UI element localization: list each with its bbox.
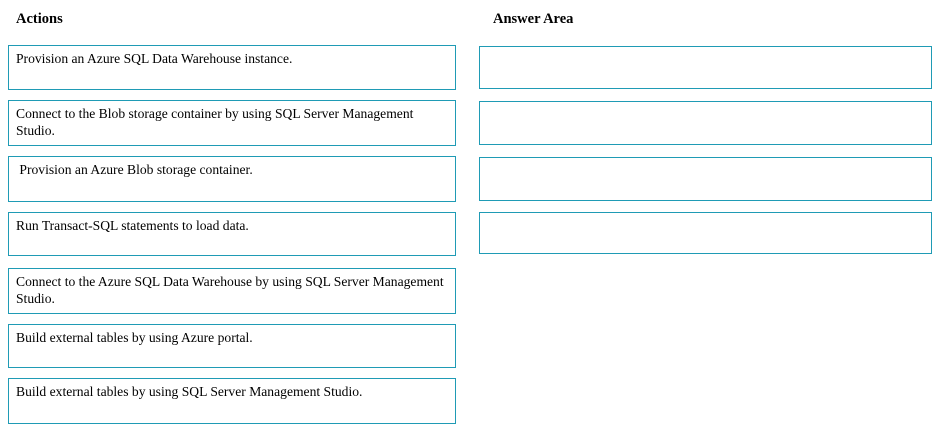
- answer-slot-3[interactable]: [479, 157, 932, 201]
- action-item-label: Build external tables by using SQL Serve…: [16, 384, 363, 399]
- answer-slot-1[interactable]: [479, 46, 932, 89]
- action-item-7[interactable]: Build external tables by using SQL Serve…: [8, 378, 456, 424]
- action-item-label: Connect to the Blob storage container by…: [16, 106, 417, 138]
- action-item-label: Run Transact-SQL statements to load data…: [16, 218, 249, 233]
- action-item-label: Provision an Azure SQL Data Warehouse in…: [16, 51, 293, 66]
- action-item-3[interactable]: Provision an Azure Blob storage containe…: [8, 156, 456, 202]
- answer-area-title: Answer Area: [493, 11, 574, 27]
- actions-panel-title: Actions: [16, 11, 63, 27]
- action-item-label: Provision an Azure Blob storage containe…: [16, 162, 253, 177]
- action-item-6[interactable]: Build external tables by using Azure por…: [8, 324, 456, 368]
- action-item-2[interactable]: Connect to the Blob storage container by…: [8, 100, 456, 146]
- answer-slot-4[interactable]: [479, 212, 932, 254]
- action-item-5[interactable]: Connect to the Azure SQL Data Warehouse …: [8, 268, 456, 314]
- action-item-4[interactable]: Run Transact-SQL statements to load data…: [8, 212, 456, 256]
- action-item-label: Build external tables by using Azure por…: [16, 330, 253, 345]
- answer-slot-2[interactable]: [479, 101, 932, 145]
- action-item-1[interactable]: Provision an Azure SQL Data Warehouse in…: [8, 45, 456, 90]
- action-item-label: Connect to the Azure SQL Data Warehouse …: [16, 274, 448, 306]
